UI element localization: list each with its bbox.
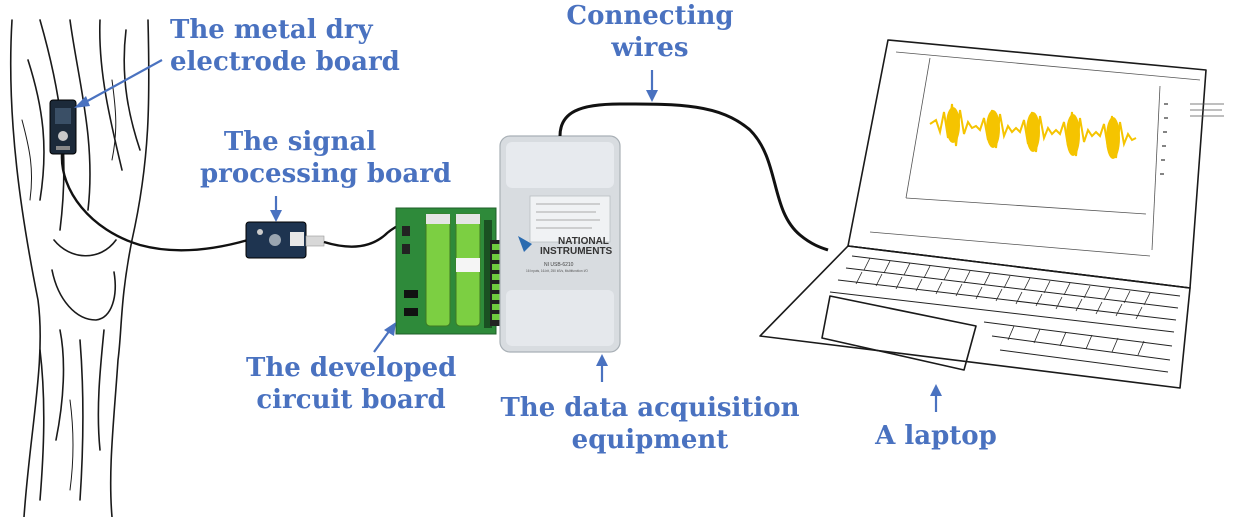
arrow-laptop — [930, 384, 942, 412]
label-daq-line1: The data acquisition — [500, 393, 800, 423]
electrode-cable — [60, 153, 249, 252]
arrow-circuit — [373, 322, 396, 353]
arrow-signal — [270, 196, 282, 222]
daq-brand-line1: NATIONAL — [558, 236, 609, 247]
label-wires-line2: wires — [611, 33, 689, 63]
arrow-daq — [596, 354, 608, 382]
label-laptop-line1: A laptop — [875, 421, 997, 451]
connecting-wire — [558, 102, 829, 252]
label-circuit-line2: circuit board — [256, 385, 446, 415]
electrode-board — [49, 99, 77, 155]
daq-brand-line2: INSTRUMENTS — [540, 246, 613, 257]
label-signal-line2: processing board — [200, 159, 452, 189]
daq-model-sub: 16 Inputs, 16-bit, 250 kS/s, Multifuncti… — [526, 269, 588, 273]
laptop-keyboard — [829, 255, 1181, 373]
label-wires-line1: Connecting — [566, 1, 734, 31]
label-electrode-board: The metal dry electrode board — [170, 14, 400, 78]
label-electrode-line2: electrode board — [170, 47, 400, 77]
label-daq-equipment: The data acquisition equipment — [500, 392, 800, 456]
leg-illustration — [9, 19, 150, 517]
label-circuit-line1: The developed — [246, 353, 457, 383]
label-laptop: A laptop — [866, 420, 1006, 452]
developed-circuit-board — [395, 207, 497, 335]
arrow-wires — [646, 70, 658, 102]
daq-model: NI USB-6210 — [544, 262, 574, 268]
label-signal-line1: The signal — [223, 127, 377, 157]
signal-cable — [323, 221, 405, 248]
signal-processing-board — [245, 221, 325, 259]
label-circuit-board: The developed circuit board — [246, 352, 456, 416]
daq-device: NATIONAL INSTRUMENTS NI USB-6210 16 Inpu… — [499, 135, 621, 353]
emg-signal-trace — [929, 103, 1137, 159]
laptop-illustration — [759, 39, 1207, 389]
label-electrode-line1: The metal dry — [170, 15, 373, 45]
label-signal-board: The signal processing board — [200, 126, 452, 190]
laptop-screen-ui — [869, 51, 1224, 257]
arrow-electrode — [74, 59, 163, 108]
label-daq-line2: equipment — [571, 425, 729, 455]
label-connecting-wires: Connecting wires — [560, 0, 740, 64]
